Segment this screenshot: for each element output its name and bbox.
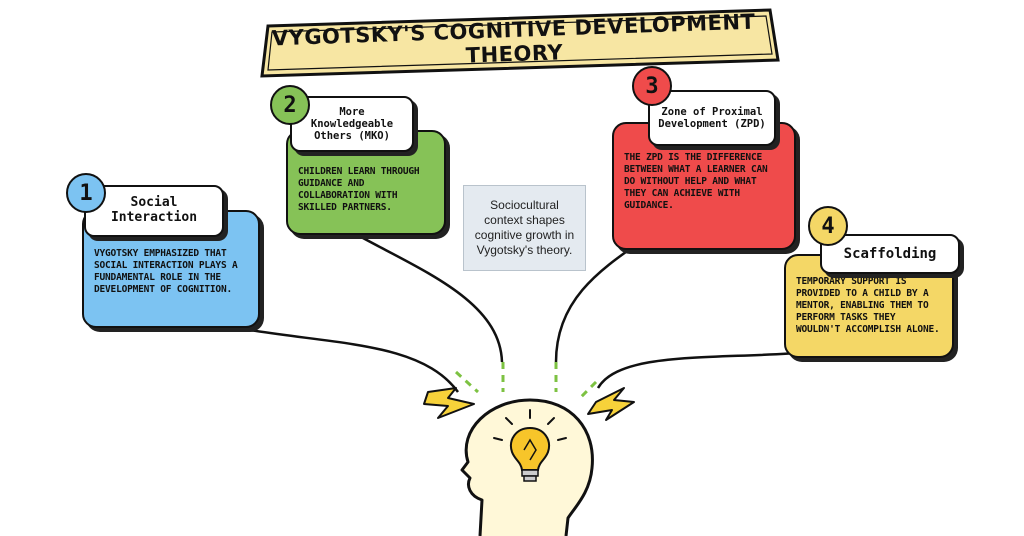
item-4-text: Temporary support is provided to a child… xyxy=(796,276,940,335)
item-2-number: 2 xyxy=(270,85,310,125)
connector-1 xyxy=(231,325,460,393)
connector-3 xyxy=(554,240,641,363)
item-3-text: The ZPD is the difference between what a… xyxy=(624,152,768,211)
item-3-panel: The ZPD is the difference between what a… xyxy=(612,122,796,250)
item-4-label: Scaffolding xyxy=(820,234,960,274)
title-banner xyxy=(260,8,780,78)
item-1-label: Social Interaction xyxy=(84,185,224,237)
lightning-bolt-icon xyxy=(423,387,635,421)
connector-4 xyxy=(596,350,811,389)
connector-2 xyxy=(351,230,504,363)
center-note: Sociocultural context shapes cognitive g… xyxy=(463,185,586,271)
item-3-label: Zone of Proximal Development (ZPD) xyxy=(648,90,776,146)
item-1-number: 1 xyxy=(66,173,106,213)
item-4-number: 4 xyxy=(808,206,848,246)
item-1-text: Vygotsky emphasized that social interact… xyxy=(94,248,238,295)
lightbulb-icon xyxy=(510,426,550,482)
item-3-number: 3 xyxy=(632,66,672,106)
item-2-label: More Knowledgeable Others (MKO) xyxy=(290,96,414,152)
item-2-text: Children learn through guidance and coll… xyxy=(298,166,420,213)
